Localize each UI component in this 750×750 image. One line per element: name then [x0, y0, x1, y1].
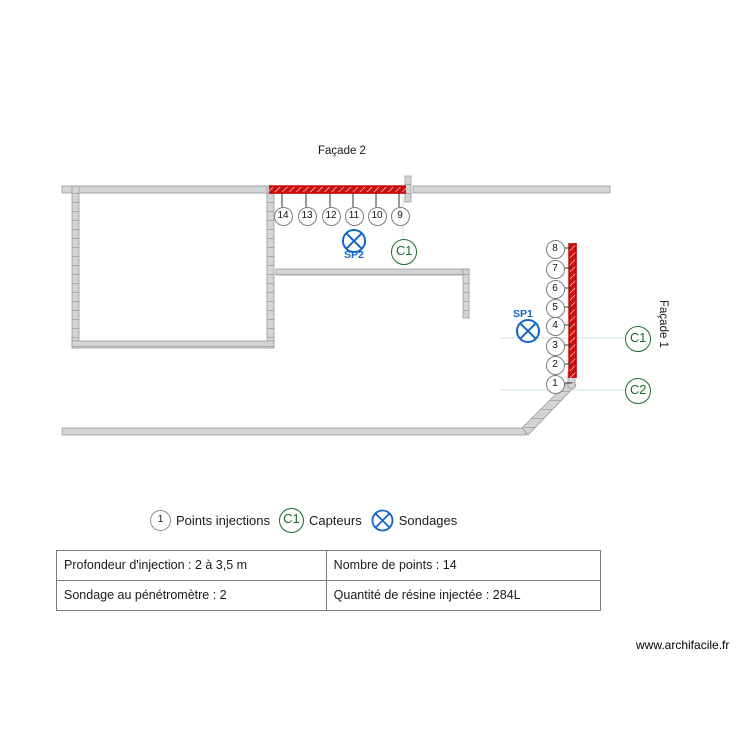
injection-point-14[interactable]: 14: [273, 206, 293, 226]
point-injection-icon: 1: [150, 509, 171, 531]
injection-point-8[interactable]: 8: [545, 239, 565, 259]
injection-point-10[interactable]: 10: [367, 206, 387, 226]
capteur-c2-facade1[interactable]: C2: [625, 378, 651, 404]
injection-point-3[interactable]: 3: [545, 336, 565, 356]
injection-point-4[interactable]: 4: [545, 316, 565, 336]
injection-point-11[interactable]: 11: [344, 206, 364, 226]
injection-point-2[interactable]: 2: [545, 355, 565, 375]
injection-point-9[interactable]: 9: [390, 206, 410, 226]
site-url-watermark: www.archifacile.fr: [636, 638, 730, 652]
capteur-c1-facade1[interactable]: C1: [625, 326, 651, 352]
table-row: Profondeur d'injection : 2 à 3,5 m Nombr…: [56, 550, 602, 581]
sondage-icon: [371, 509, 394, 532]
legend-entry-sondages: Sondages: [371, 509, 458, 532]
facade-2-label: Façade 2: [318, 145, 366, 157]
injection-band-facade1: [568, 243, 577, 378]
wall-outlines: [61, 175, 611, 436]
capteur-icon: C1: [278, 507, 304, 533]
legend-entry-capteurs: C1 Capteurs: [278, 507, 362, 533]
cell-profondeur-injection: Profondeur d'injection : 2 à 3,5 m: [56, 550, 327, 581]
legend-label-sondages: Sondages: [398, 512, 458, 528]
info-table: Profondeur d'injection : 2 à 3,5 m Nombr…: [56, 550, 602, 611]
injection-point-13[interactable]: 13: [297, 206, 317, 226]
injection-point-6[interactable]: 6: [545, 279, 565, 299]
sondage-symbol-sp1: [516, 319, 540, 343]
cell-quantite-resine: Quantité de résine injectée : 284L: [325, 580, 602, 611]
facade-1-label: Façade 1: [657, 300, 669, 348]
injection-point-7[interactable]: 7: [545, 259, 565, 279]
legend-entry-points-injections: 1 Points injections: [150, 509, 270, 531]
sondage-sp1-label: SP1: [513, 308, 533, 320]
legend: 1 Points injections C1 Capteurs Sondages: [150, 506, 466, 534]
capteur-leader-lines: [402, 196, 625, 391]
cell-nombre-points: Nombre de points : 14: [325, 550, 602, 581]
injection-point-1[interactable]: 1: [545, 374, 565, 394]
capteur-c1-facade2[interactable]: C1: [391, 239, 417, 265]
legend-label-points-injections: Points injections: [176, 512, 270, 528]
point-leader-ticks: [281, 193, 572, 384]
injection-point-12[interactable]: 12: [321, 206, 341, 226]
injection-point-5[interactable]: 5: [545, 298, 565, 318]
sondage-sp2-label: SP2: [344, 249, 364, 261]
sondage-symbol-sp2: [342, 229, 366, 253]
cell-sondage-penetrometre: Sondage au pénétromètre : 2: [56, 580, 327, 611]
injection-band-facade2: [269, 185, 406, 194]
legend-label-capteurs: Capteurs: [308, 512, 362, 528]
table-row: Sondage au pénétromètre : 2 Quantité de …: [56, 580, 602, 611]
